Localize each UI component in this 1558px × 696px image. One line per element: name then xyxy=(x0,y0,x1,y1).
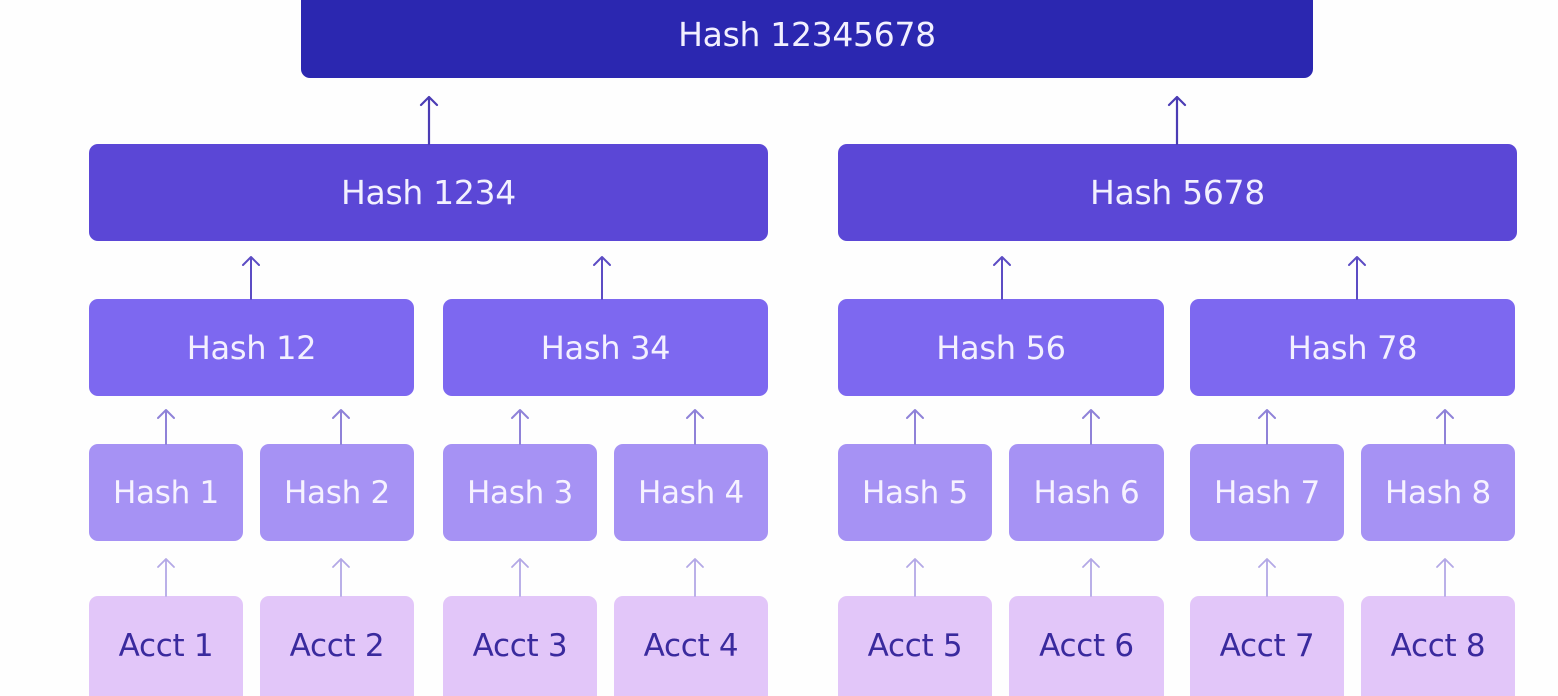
arrow-up-icon xyxy=(1436,409,1454,445)
arrow-up-icon xyxy=(1258,409,1276,445)
hash-label: Hash 12 xyxy=(186,328,317,367)
account-label: Acct 8 xyxy=(1390,628,1486,664)
account-node-2: Acct 2 xyxy=(260,596,414,696)
account-node-1: Acct 1 xyxy=(89,596,243,696)
hash-label: Hash 6 xyxy=(1033,474,1140,511)
arrow-up-icon xyxy=(511,409,529,445)
hash-node-3: Hash 3 xyxy=(443,444,597,541)
arrow-up-icon xyxy=(157,558,175,597)
arrow-up-icon xyxy=(1258,558,1276,597)
hash-node-56: Hash 56 xyxy=(838,299,1164,396)
hash-node-1234: Hash 1234 xyxy=(89,144,768,241)
arrow-up-icon xyxy=(332,558,350,597)
hash-node-5678: Hash 5678 xyxy=(838,144,1517,241)
hash-node-1: Hash 1 xyxy=(89,444,243,541)
hash-label: Hash 1 xyxy=(113,474,219,511)
account-node-8: Acct 8 xyxy=(1361,596,1515,696)
arrow-up-icon xyxy=(906,558,924,597)
hash-label: Hash 8 xyxy=(1385,474,1491,511)
hash-node-6: Hash 6 xyxy=(1009,444,1164,541)
arrow-up-icon xyxy=(511,558,529,597)
account-node-3: Acct 3 xyxy=(443,596,597,696)
root-hash-label: Hash 12345678 xyxy=(678,14,936,54)
account-node-6: Acct 6 xyxy=(1009,596,1164,696)
hash-node-34: Hash 34 xyxy=(443,299,768,396)
hash-label: Hash 5678 xyxy=(1090,173,1265,212)
arrow-up-icon xyxy=(593,256,611,300)
arrow-up-icon xyxy=(157,409,175,445)
arrow-up-icon xyxy=(419,95,439,146)
arrow-up-icon xyxy=(1082,409,1100,445)
account-label: Acct 6 xyxy=(1039,628,1134,664)
account-node-4: Acct 4 xyxy=(614,596,768,696)
hash-node-7: Hash 7 xyxy=(1190,444,1344,541)
hash-label: Hash 34 xyxy=(540,328,671,367)
hash-label: Hash 7 xyxy=(1214,474,1320,511)
hash-node-5: Hash 5 xyxy=(838,444,992,541)
arrow-up-icon xyxy=(332,409,350,445)
hash-node-78: Hash 78 xyxy=(1190,299,1515,396)
account-label: Acct 5 xyxy=(867,628,963,664)
arrow-up-icon xyxy=(1082,558,1100,597)
hash-label: Hash 4 xyxy=(638,474,744,511)
hash-node-4: Hash 4 xyxy=(614,444,768,541)
account-label: Acct 1 xyxy=(118,628,214,664)
account-node-5: Acct 5 xyxy=(838,596,992,696)
account-label: Acct 7 xyxy=(1219,628,1315,664)
hash-node-8: Hash 8 xyxy=(1361,444,1515,541)
hash-label: Hash 5 xyxy=(862,474,968,511)
account-label: Acct 2 xyxy=(289,628,385,664)
hash-label: Hash 2 xyxy=(284,474,390,511)
hash-label: Hash 1234 xyxy=(341,173,516,212)
arrow-up-icon xyxy=(906,409,924,445)
arrow-up-icon xyxy=(1167,95,1187,146)
arrow-up-icon xyxy=(993,256,1011,300)
account-label: Acct 3 xyxy=(472,628,568,664)
hash-label: Hash 56 xyxy=(936,328,1066,367)
hash-node-2: Hash 2 xyxy=(260,444,414,541)
arrow-up-icon xyxy=(1348,256,1366,300)
arrow-up-icon xyxy=(686,558,704,597)
hash-label: Hash 78 xyxy=(1287,328,1418,367)
account-node-7: Acct 7 xyxy=(1190,596,1344,696)
arrow-up-icon xyxy=(242,256,260,300)
hash-node-12: Hash 12 xyxy=(89,299,414,396)
arrow-up-icon xyxy=(1436,558,1454,597)
account-label: Acct 4 xyxy=(643,628,739,664)
hash-label: Hash 3 xyxy=(467,474,573,511)
root-hash-node: Hash 12345678 xyxy=(301,0,1313,78)
arrow-up-icon xyxy=(686,409,704,445)
